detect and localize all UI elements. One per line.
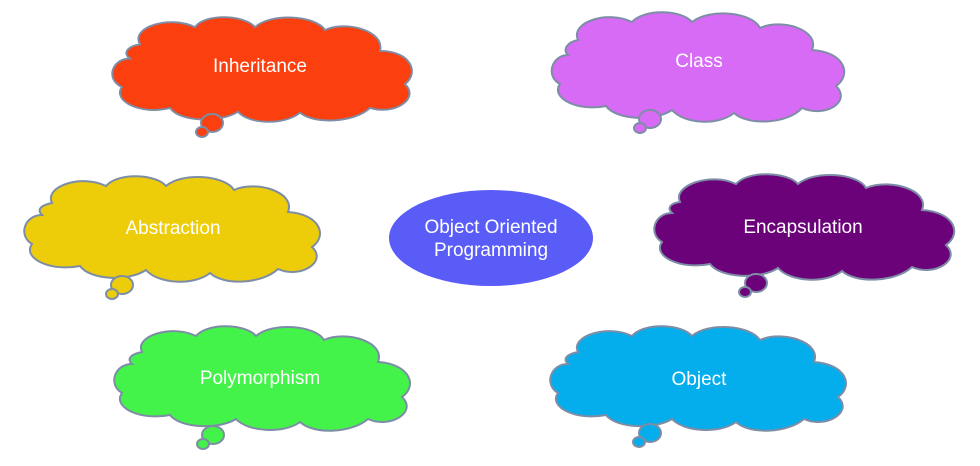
cloud-encapsulation-shape [653, 173, 956, 281]
cloud-object-label: Object [672, 369, 728, 390]
cloud-abstraction: Abstraction [23, 175, 321, 300]
cloud-object: Object [549, 325, 847, 448]
cloud-abstraction-bubble-small [105, 288, 119, 300]
cloud-class-bubble-small [633, 122, 647, 134]
cloud-inheritance-label: Inheritance [213, 56, 307, 77]
cloud-class-label: Class [675, 51, 723, 72]
cloud-abstraction-shape [23, 175, 321, 283]
cloud-class: Class [550, 11, 846, 134]
cloud-class-shape [550, 11, 846, 123]
cloud-encapsulation-label: Encapsulation [743, 217, 862, 238]
cloud-polymorphism: Polymorphism [113, 325, 411, 450]
cloud-abstraction-label: Abstraction [125, 218, 220, 239]
center-label-line2: Programming [434, 240, 548, 261]
cloud-polymorphism-label: Polymorphism [200, 368, 320, 389]
cloud-encapsulation-bubble-large [744, 273, 768, 293]
center-ellipse [389, 190, 593, 286]
cloud-object-bubble-small [632, 436, 646, 448]
cloud-object-shape [549, 325, 847, 432]
cloud-inheritance-shape [111, 16, 413, 123]
cloud-encapsulation: Encapsulation [653, 173, 956, 298]
cloud-inheritance-bubble-small [195, 126, 209, 138]
center-label-line1: Object Oriented [424, 217, 557, 238]
cloud-polymorphism-shape [113, 325, 411, 432]
cloud-object-bubble-large [638, 423, 662, 443]
cloud-inheritance: Inheritance [111, 16, 413, 138]
center-node: Object Oriented Programming [389, 190, 593, 286]
cloud-encapsulation-bubble-small [738, 286, 752, 298]
cloud-polymorphism-bubble-small [196, 438, 210, 450]
